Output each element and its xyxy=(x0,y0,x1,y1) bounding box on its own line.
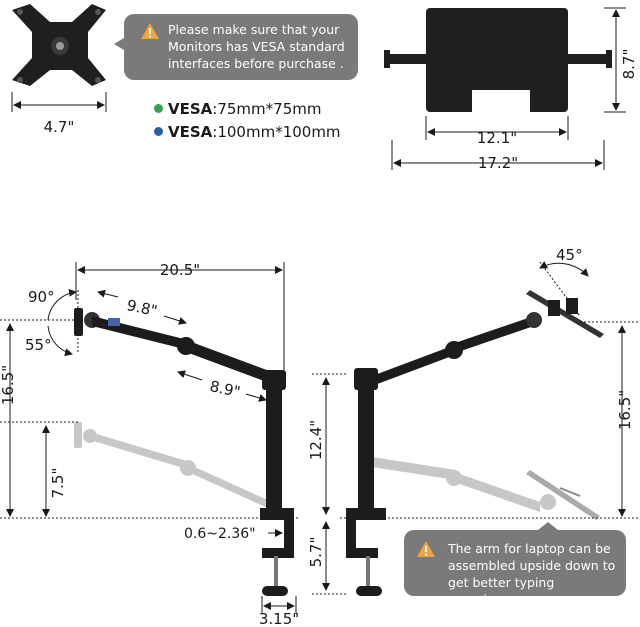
laptop-angle-label: 45° xyxy=(556,246,583,264)
low-height-label: 7.5" xyxy=(49,468,67,499)
vesa-line-100: VESA:100mm*100mm xyxy=(154,123,341,141)
laptop-angle-arc xyxy=(539,261,589,317)
tilt-up-label: 90° xyxy=(28,288,55,306)
vesa-value-2: :100mm*100mm xyxy=(212,123,341,141)
tray-inner-width-label: 12.1" xyxy=(477,129,517,147)
right-arm-ghost xyxy=(366,456,600,520)
tray-height-label: 8.7" xyxy=(620,49,638,80)
warning-icon xyxy=(417,541,435,557)
right-pole-and-clamp xyxy=(346,368,386,596)
tray-height-dimension: 8.7" xyxy=(604,7,638,113)
tray-inner-width-dimension: 12.1" xyxy=(425,116,569,147)
clamp-range-label: 0.6~2.36" xyxy=(184,526,256,542)
vesa-value-1: :75mm*75mm xyxy=(212,100,322,118)
left-arm-active xyxy=(74,308,272,384)
pole-height-label: 12.4" xyxy=(307,420,325,460)
vesa-line-75: VESA:75mm*75mm xyxy=(154,100,321,118)
vesa-plate xyxy=(12,4,106,86)
right-arm-active xyxy=(372,290,604,386)
total-height-right-label: 16.5" xyxy=(616,390,634,430)
plate-width-label: 4.7" xyxy=(44,118,75,136)
warning-icon xyxy=(141,23,159,39)
base-width-label: 3.15" xyxy=(259,610,299,627)
pole-height-dimension: 12.4" xyxy=(307,373,346,515)
total-height-right-dimension: 16.5" xyxy=(616,325,634,517)
vesa-label-2: VESA xyxy=(168,123,213,141)
plate-width-dimension: 4.7" xyxy=(11,92,107,136)
lower-arm-label: 8.9" xyxy=(208,377,242,401)
callout-top-pointer xyxy=(114,38,124,50)
total-height-left-label: 16.5" xyxy=(0,365,17,405)
total-height-left-dimension: 16.5" xyxy=(0,323,17,517)
callout-bottom-pointer xyxy=(538,522,558,530)
laptop-tip-text: The arm for laptop can be assembled upsi… xyxy=(448,541,616,607)
tilt-down-label: 55° xyxy=(25,336,52,354)
left-arm-ghost xyxy=(74,422,272,510)
vesa-warning-callout: Please make sure that your Monitors has … xyxy=(124,14,358,80)
laptop-tip-callout: The arm for laptop can be assembled upsi… xyxy=(404,530,626,607)
vesa-warning-text: Please make sure that your Monitors has … xyxy=(168,22,345,71)
tilt-arcs xyxy=(47,288,79,357)
clamp-height-label: 5.7" xyxy=(307,537,325,568)
laptop-tray xyxy=(384,8,612,112)
blue-dot-icon xyxy=(154,127,163,136)
clamp-height-dimension: 5.7" xyxy=(307,521,346,595)
vesa-label-1: VESA xyxy=(168,100,213,118)
green-dot-icon xyxy=(154,104,163,113)
upper-arm-label: 9.8" xyxy=(125,296,159,320)
arm-reach-dimension: 20.5" xyxy=(75,261,285,370)
low-height-dimension: 7.5" xyxy=(42,425,67,517)
arm-reach-label: 20.5" xyxy=(160,261,200,279)
base-width-dimension: 3.15" xyxy=(259,596,299,627)
tray-total-width-label: 17.2" xyxy=(478,154,518,172)
tray-total-width-dimension: 17.2" xyxy=(391,140,605,172)
left-pole-and-clamp xyxy=(260,370,294,596)
